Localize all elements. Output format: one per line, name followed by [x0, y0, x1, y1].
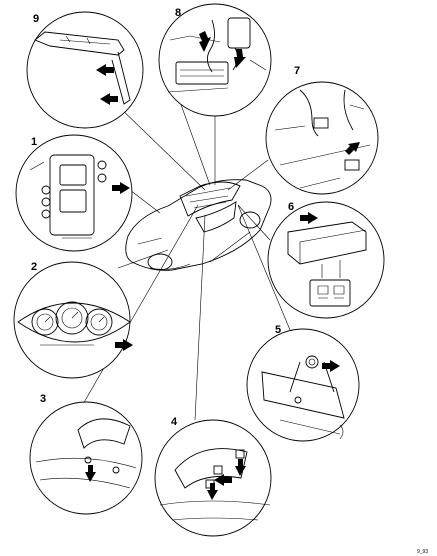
callout-label-5: 5	[275, 324, 281, 336]
detail-circle-7	[265, 81, 379, 195]
arrow-icon	[300, 212, 318, 224]
detail-circle-9	[26, 11, 144, 129]
arrow-icon	[96, 64, 114, 76]
arrow-icon	[112, 182, 130, 194]
callout-label-9: 9	[33, 13, 39, 25]
detail-circle-2	[13, 261, 133, 379]
arrow-icon	[115, 339, 133, 351]
callout-label-4: 4	[171, 416, 178, 428]
callout-label-8: 8	[175, 7, 181, 19]
callout-label-6: 6	[288, 201, 294, 213]
detail-circle-5	[246, 328, 360, 442]
detail-circle-1	[15, 134, 133, 252]
arrow-icon	[345, 142, 360, 155]
callout-labels: 9 8 7 1 6 2 5 3 4	[31, 7, 300, 428]
callout-label-1: 1	[31, 136, 37, 148]
arrow-icon	[234, 49, 246, 68]
callout-label-3: 3	[40, 393, 46, 405]
arrow-icon	[214, 474, 232, 486]
detail-circle-6	[267, 201, 385, 319]
arrow-icon	[322, 360, 340, 372]
arrow-icon	[100, 93, 118, 105]
detail-circle-4	[154, 419, 272, 537]
detail-circle-3	[29, 401, 143, 515]
arrow-icon	[85, 465, 96, 482]
car-outline	[125, 179, 272, 271]
callout-label-2: 2	[31, 261, 37, 273]
arrow-icon	[235, 459, 246, 476]
figure-reference: 9_93	[417, 549, 428, 555]
detail-circle-8	[158, 3, 272, 117]
arrow-icon	[199, 31, 211, 52]
arrow-icon	[207, 483, 218, 500]
callout-label-7: 7	[294, 65, 300, 77]
